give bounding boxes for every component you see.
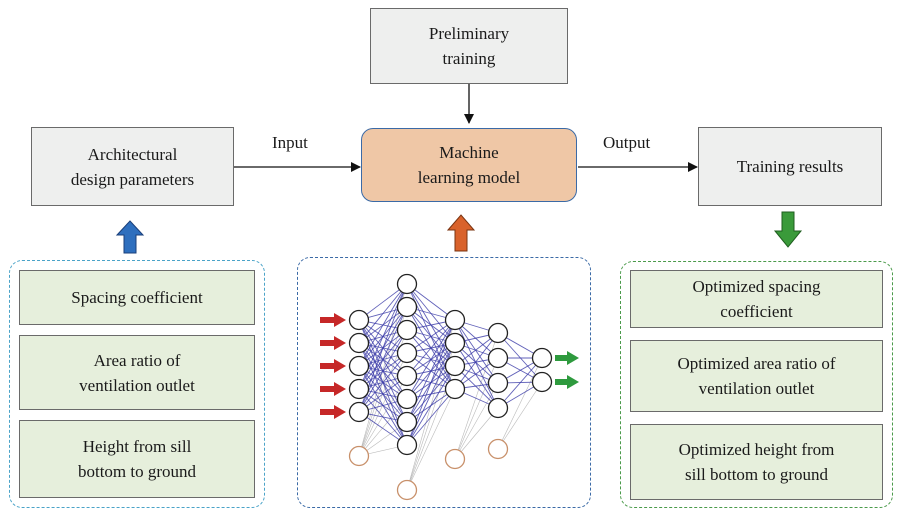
neuron bbox=[487, 372, 509, 394]
input-arrow bbox=[320, 359, 346, 373]
optimized-item: Optimized area ratio of ventilation outl… bbox=[630, 340, 883, 412]
bias-neuron bbox=[396, 479, 418, 501]
bias-neuron bbox=[444, 448, 466, 470]
preliminary-training-box: Preliminary training bbox=[370, 8, 568, 84]
connection bbox=[358, 329, 408, 413]
connection bbox=[497, 332, 543, 383]
input-arrow bbox=[320, 313, 346, 327]
neuron bbox=[531, 371, 553, 393]
bias-connection bbox=[454, 407, 499, 460]
neuron bbox=[396, 342, 418, 364]
optimized-item: Optimized height from sill bottom to gro… bbox=[630, 424, 883, 500]
input-arrow bbox=[320, 405, 346, 419]
neuron bbox=[396, 319, 418, 341]
parameter-item: Height from sill bottom to ground bbox=[19, 420, 255, 498]
input-label: Input bbox=[272, 133, 308, 152]
bias-connection bbox=[406, 388, 456, 491]
neuron bbox=[444, 309, 466, 331]
connection bbox=[454, 319, 499, 384]
neuron bbox=[348, 309, 370, 331]
connection bbox=[454, 332, 499, 390]
input-parameters-group bbox=[9, 260, 265, 508]
neural-network-panel bbox=[297, 257, 591, 508]
connection bbox=[497, 357, 543, 409]
neuron bbox=[396, 365, 418, 387]
architectural-design-parameters-box: Architectural design parameters bbox=[31, 127, 234, 206]
bias-connection bbox=[497, 381, 543, 450]
up-arrow-blue bbox=[115, 220, 145, 254]
input-arrow bbox=[320, 336, 346, 350]
output-arrow bbox=[555, 351, 579, 365]
neuron bbox=[531, 347, 553, 369]
connection bbox=[406, 365, 456, 446]
connection bbox=[358, 352, 408, 413]
output-label: Output bbox=[603, 133, 651, 152]
optimized-item: Optimized spacing coefficient bbox=[630, 270, 883, 328]
neuron bbox=[396, 388, 418, 410]
machine-learning-model-box: Machine learning model bbox=[361, 128, 577, 202]
neuron bbox=[396, 434, 418, 456]
neuron bbox=[396, 273, 418, 295]
neuron bbox=[348, 401, 370, 423]
connection bbox=[406, 388, 456, 446]
bias-neuron bbox=[348, 445, 370, 467]
input-arrow bbox=[320, 382, 346, 396]
connection bbox=[406, 319, 456, 377]
parameter-item: Spacing coefficient bbox=[19, 270, 255, 325]
optimized-results-group bbox=[620, 261, 893, 508]
neuron bbox=[487, 397, 509, 419]
neuron bbox=[444, 332, 466, 354]
connection bbox=[358, 283, 408, 367]
neuron bbox=[348, 378, 370, 400]
bias-neuron bbox=[487, 438, 509, 460]
bias-connection bbox=[454, 357, 499, 460]
down-arrow-green bbox=[773, 211, 803, 248]
up-arrow-orange bbox=[446, 214, 476, 252]
output-arrow bbox=[555, 375, 579, 389]
bias-connection bbox=[454, 382, 499, 460]
connection bbox=[406, 319, 456, 400]
neuron bbox=[348, 332, 370, 354]
neuron bbox=[396, 411, 418, 433]
neuron bbox=[348, 355, 370, 377]
connection bbox=[454, 319, 499, 409]
neuron bbox=[487, 347, 509, 369]
connection bbox=[454, 342, 499, 409]
connection bbox=[358, 283, 408, 344]
neuron bbox=[487, 322, 509, 344]
neuron bbox=[396, 296, 418, 318]
neuron bbox=[444, 378, 466, 400]
parameter-item: Area ratio of ventilation outlet bbox=[19, 335, 255, 410]
training-results-box: Training results bbox=[698, 127, 882, 206]
neuron bbox=[444, 355, 466, 377]
